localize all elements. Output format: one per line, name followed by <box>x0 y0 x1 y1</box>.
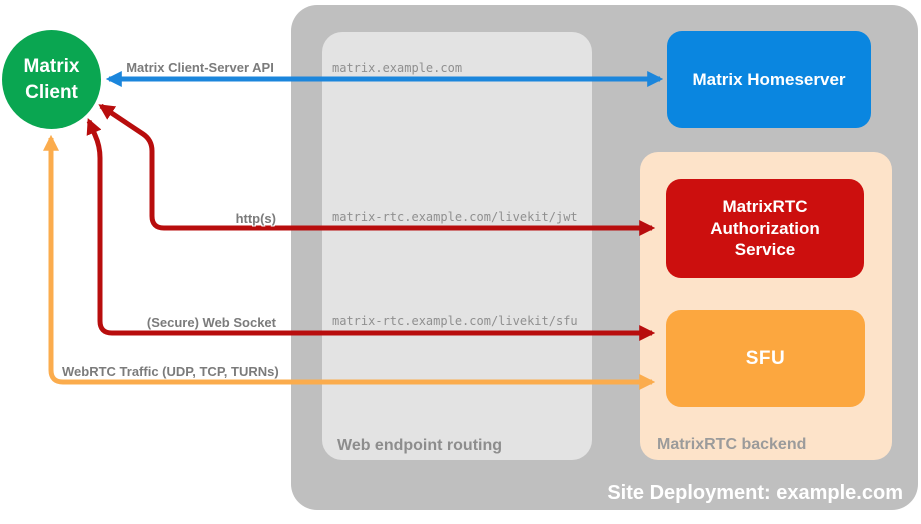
matrixrtc-authorization-service-node: MatrixRTC Authorization Service <box>666 179 864 278</box>
site-deployment-label: Site Deployment: example.com <box>607 482 903 504</box>
client-server-api-arrow-label: Matrix Client-Server API <box>126 60 274 75</box>
web-endpoint-routing-zone-label: Web endpoint routing <box>337 437 503 454</box>
matrix-client-label: Matrix Client <box>23 56 80 103</box>
matrixrtc-authorization-service-label: MatrixRTC Authorization Service <box>710 196 820 260</box>
sfu-label: SFU <box>745 347 786 369</box>
matrixrtc-backend-zone-label: MatrixRTC backend <box>657 436 807 453</box>
endpoint-url-sfu: matrix-rtc.example.com/livekit/sfu <box>332 314 578 328</box>
matrix-homeserver-label: Matrix Homeserver <box>692 69 846 89</box>
webrtc-arrow-label: WebRTC Traffic (UDP, TCP, TURNs) <box>62 364 279 379</box>
matrix-homeserver-node: Matrix Homeserver <box>667 31 871 128</box>
web-endpoint-routing-zone <box>322 32 592 460</box>
matrix-client-node: Matrix Client <box>2 30 101 129</box>
sfu-node: SFU <box>666 310 865 407</box>
endpoint-url-homeserver: matrix.example.com <box>332 61 463 75</box>
websocket-arrow-label: (Secure) Web Socket <box>146 315 276 330</box>
http-arrow-label: http(s) <box>235 211 276 226</box>
endpoint-url-jwt: matrix-rtc.example.com/livekit/jwt <box>332 210 578 224</box>
